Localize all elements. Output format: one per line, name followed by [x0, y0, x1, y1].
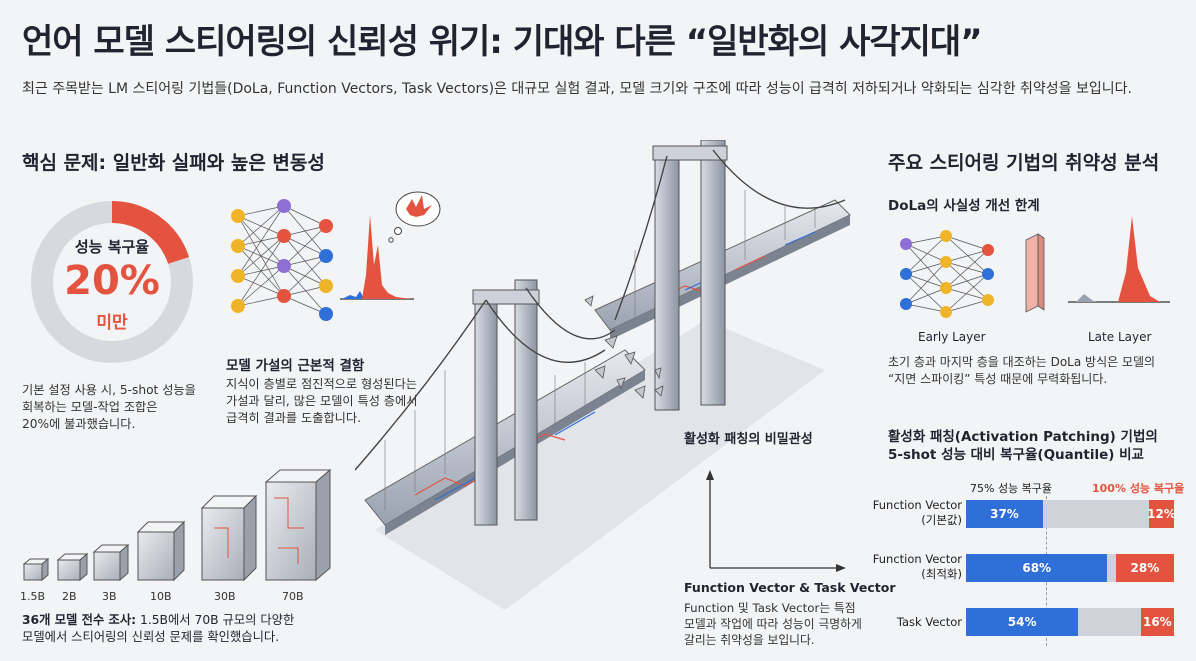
bar-row: 54% 16%	[966, 608, 1174, 636]
cube-70b	[264, 468, 332, 582]
bar-category-label: Task Vector	[896, 615, 962, 629]
legend-75: 75% 성능 복구율	[970, 482, 1053, 495]
hypothesis-description: 지식이 층별로 점진적으로 형성된다는 가설과 달리, 많은 모델이 특성 층에…	[226, 377, 418, 425]
bar-row: 37% 12%	[966, 500, 1176, 528]
contrast-layer-icon	[1025, 233, 1045, 313]
gauge-arc	[31, 201, 193, 363]
cube-10b	[136, 520, 186, 582]
page-subtitle: 최근 주목받는 LM 스티어링 기법들(DoLa, Function Vecto…	[22, 81, 1132, 97]
bar-remainder	[1107, 554, 1116, 582]
bar-category-label: Function Vector(기본값)	[872, 498, 962, 527]
dola-title: DoLa의 사실성 개선 한계	[888, 198, 1040, 214]
dola-spike-icon	[1068, 216, 1170, 303]
left-heading: 핵심 문제: 일반화 실패와 높은 변동성	[22, 152, 325, 174]
chart-title: 활성화 패칭(Activation Patching) 기법의 5-shot 성…	[888, 429, 1158, 463]
legend-100: 100% 성능 복구율	[1092, 482, 1185, 495]
bar-category-label: Function Vector(최적화)	[872, 552, 962, 581]
size-label-2b: 2B	[62, 590, 77, 603]
gauge-unit: 미만	[96, 313, 128, 333]
bar-100-recovery: 28%	[1115, 554, 1174, 582]
axes-icon	[706, 470, 846, 572]
bar-75-recovery: 37%	[966, 500, 1043, 528]
dola-network-icon	[900, 230, 994, 318]
cube-2b	[56, 552, 89, 582]
thought-bubble-icon	[388, 191, 441, 243]
size-label-70b: 70B	[282, 590, 304, 603]
bar-100-recovery: 16%	[1140, 608, 1174, 636]
model-size-blocks	[22, 468, 332, 582]
neural-network-icon	[231, 199, 333, 321]
bar-row: 68%28%	[966, 554, 1174, 582]
gauge-value: 20%	[64, 258, 160, 304]
recovery-gauge	[31, 201, 193, 363]
bar-100-recovery: 12%	[1147, 500, 1176, 528]
cube-1-5b	[22, 557, 50, 582]
broken-bridge-illustration	[355, 140, 851, 610]
right-heading: 주요 스티어링 기법의 취약성 분석	[888, 152, 1160, 174]
patching-label: 활성화 패칭의 비밀관성	[684, 432, 813, 447]
cube-3b	[92, 543, 130, 582]
size-label-1-5b: 1.5B	[20, 590, 46, 603]
size-label-3b: 3B	[102, 590, 117, 603]
dola-description: 초기 층과 마지막 층을 대조하는 DoLa 방식은 모델의 “지면 스파이킹”…	[888, 355, 1156, 386]
hypothesis-title: 모델 가설의 근본적 결함	[226, 358, 365, 374]
cube-30b	[200, 494, 258, 582]
fv-description: Function 및 Task Vector는 특점 모델과 작업에 따라 성능…	[684, 601, 862, 647]
early-layer-label: Early Layer	[918, 330, 986, 344]
gauge-label: 성능 복구율	[74, 238, 150, 256]
size-label-30b: 30B	[214, 590, 236, 603]
spike-distribution-icon	[340, 191, 441, 300]
bar-remainder	[1078, 608, 1141, 636]
size-label-10b: 10B	[150, 590, 172, 603]
bar-remainder	[1042, 500, 1150, 528]
gauge-description: 기본 설정 사용 시, 5-shot 성능을 회복하는 모델-작업 조합은 20…	[22, 383, 196, 431]
fv-title: Function Vector & Task Vector	[684, 580, 896, 595]
bar-75-recovery: 54%	[966, 608, 1079, 636]
late-layer-label: Late Layer	[1088, 330, 1152, 344]
page-title: 언어 모델 스티어링의 신뢰성 위기: 기대와 다른 “일반화의 사각지대”	[22, 22, 983, 62]
bar-75-recovery: 68%	[966, 554, 1108, 582]
survey-description: 36개 모델 전수 조사: 1.5B에서 70B 규모의 다양한 모델에서 스티…	[22, 613, 295, 644]
